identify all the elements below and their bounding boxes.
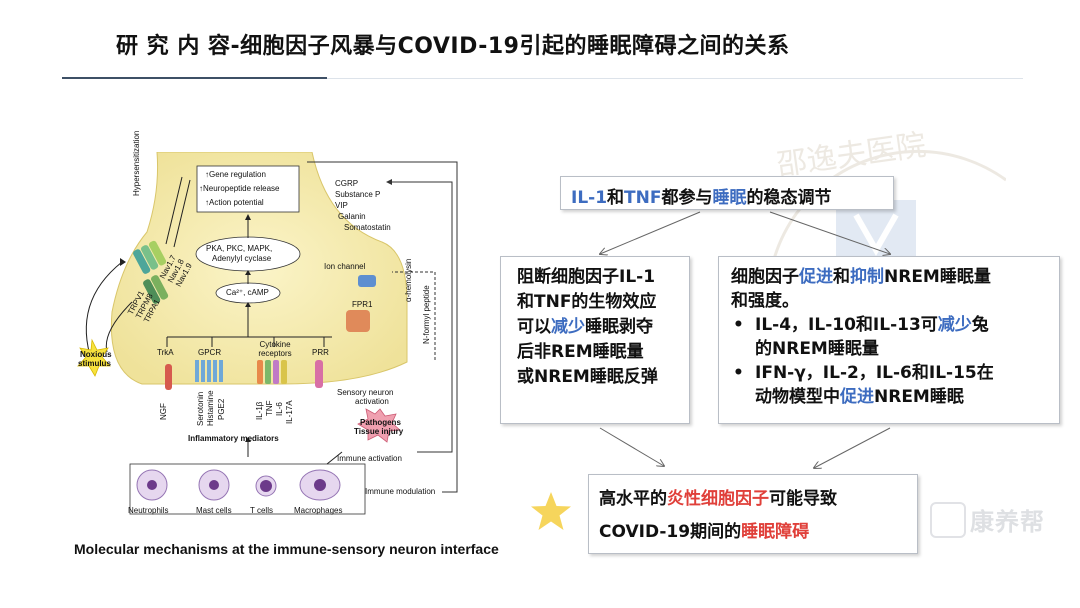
brand-logo-icon (930, 502, 966, 538)
kinases-label-2: Adenylyl cyclase (212, 254, 272, 263)
sleep-disorder-term: 睡眠障碍 (741, 522, 810, 542)
blocking-effect-box: 阻断细胞因子IL-1 和TNF的生物效应 可以减少睡眠剥夺 后非REM睡眠量 或… (500, 256, 690, 424)
neuropeptide-somatostatin: Somatostatin (344, 223, 391, 232)
head-text-regulation: 的稳态调节 (746, 188, 832, 208)
head-text-participate: 都参与 (661, 188, 713, 208)
left-line-1: 阻断细胞因子IL-1 (517, 267, 656, 287)
homeostasis-summary-box: IL-1和TNF都参与睡眠的稳态调节 (560, 176, 894, 210)
right-line-2: 和强度。 (731, 291, 799, 311)
neuropeptide-release-label: ↑Neuropeptide release (199, 184, 280, 193)
star-icon (531, 492, 571, 530)
receptor-gpcr: GPCR (198, 348, 222, 357)
reduce-term-2: 减少 (937, 315, 972, 335)
conclusion-box: 高水平的炎性细胞因子可能导致 COVID-19期间的睡眠障碍 (588, 474, 918, 554)
immune-modulation-label: Immune modulation (365, 487, 436, 496)
neuropeptide-cgrp: CGRP (335, 179, 359, 188)
brand-watermark: 康养帮 (930, 498, 1062, 546)
cell-neutrophils: Neutrophils (128, 506, 169, 515)
sensory-activation-label-2: activation (355, 397, 389, 406)
left-line-2: 和TNF的生物效应 (517, 292, 657, 312)
tnf-term: TNF (624, 188, 662, 208)
noxious-label-2: stimulus (78, 359, 111, 368)
fpr1-label: FPR1 (352, 300, 373, 309)
left-line-4: 后非REM睡眠量 (517, 342, 644, 362)
neuropeptide-galanin: Galanin (338, 212, 366, 221)
brand-name: 康养帮 (970, 508, 1045, 536)
kinases-label-1: PKA, PKC, MAPK, (206, 244, 273, 253)
sleep-term: 睡眠 (712, 188, 747, 208)
diagram-caption: Molecular mechanisms at the immune-senso… (74, 541, 499, 557)
receptor-prr: PRR (312, 348, 329, 357)
gene-regulation-label: ↑Gene regulation (205, 170, 266, 179)
head-text-and: 和 (607, 188, 625, 208)
promote-term: 促进 (799, 267, 833, 287)
promote-term-2: 促进 (840, 387, 874, 407)
conclusion-line-1: 高水平的炎性细胞因子可能导致 (599, 489, 837, 509)
bullet-item-2: • IFN-γ，IL-2，IL-6和IL-15在 动物模型中促进NREM睡眠 (733, 363, 994, 407)
action-potential-label: ↑Action potential (205, 198, 264, 207)
bullet-icon: • (733, 363, 744, 383)
neuropeptide-vip: VIP (335, 201, 348, 210)
inhibit-term: 抑制 (850, 267, 884, 287)
cell-t-cells: T cells (250, 506, 273, 515)
cell-macrophages: Macrophages (294, 506, 343, 515)
left-line-3: 可以减少睡眠剥夺 (517, 317, 653, 337)
noxious-label-1: Noxious (80, 350, 112, 359)
title-underline (62, 77, 327, 79)
cytokine-effect-box: 细胞因子促进和抑制NREM睡眠量 和强度。 • IL-4，IL-10和IL-13… (718, 256, 1060, 424)
receptor-trka: TrkA (157, 348, 174, 357)
conclusion-line-2: COVID-19期间的睡眠障碍 (599, 522, 810, 542)
il1-term: IL-1 (571, 188, 608, 208)
receptor-cytokine: Cytokine receptors (258, 340, 292, 359)
sensory-activation-label-1: Sensory neuron (337, 388, 394, 397)
ion-channel-label: Ion channel (324, 262, 366, 271)
cell-mast-cells: Mast cells (196, 506, 232, 515)
page-title: 研 究 内 容-细胞因子风暴与COVID-19引起的睡眠障碍之间的关系 (116, 34, 790, 59)
ca-camp-label: Ca²⁺, cAMP (226, 288, 269, 297)
bullet-icon: • (733, 315, 744, 335)
inflammatory-cytokine-term: 炎性细胞因子 (667, 489, 769, 509)
neuropeptide-substance-p: Substance P (335, 190, 381, 199)
bullet-item-1: • IL-4，IL-10和IL-13可减少兔 的NREM睡眠量 (733, 315, 989, 359)
right-line-1: 细胞因子促进和抑制NREM睡眠量 (731, 267, 991, 287)
immune-activation-label: Immune activation (337, 454, 402, 463)
diagram-graphic (77, 152, 458, 515)
reduce-term: 减少 (551, 317, 585, 337)
immune-neuron-diagram: ↑Gene regulation ↑Neuropeptide release ↑… (62, 131, 466, 532)
left-line-5: 或NREM睡眠反弹 (517, 367, 658, 387)
inflammatory-mediators-label: Inflammatory mediators (188, 434, 279, 443)
pathogens-label-1: Pathogens (360, 418, 401, 427)
title-divider (327, 78, 1023, 79)
pathogens-label-2: Tissue injury (354, 427, 404, 436)
